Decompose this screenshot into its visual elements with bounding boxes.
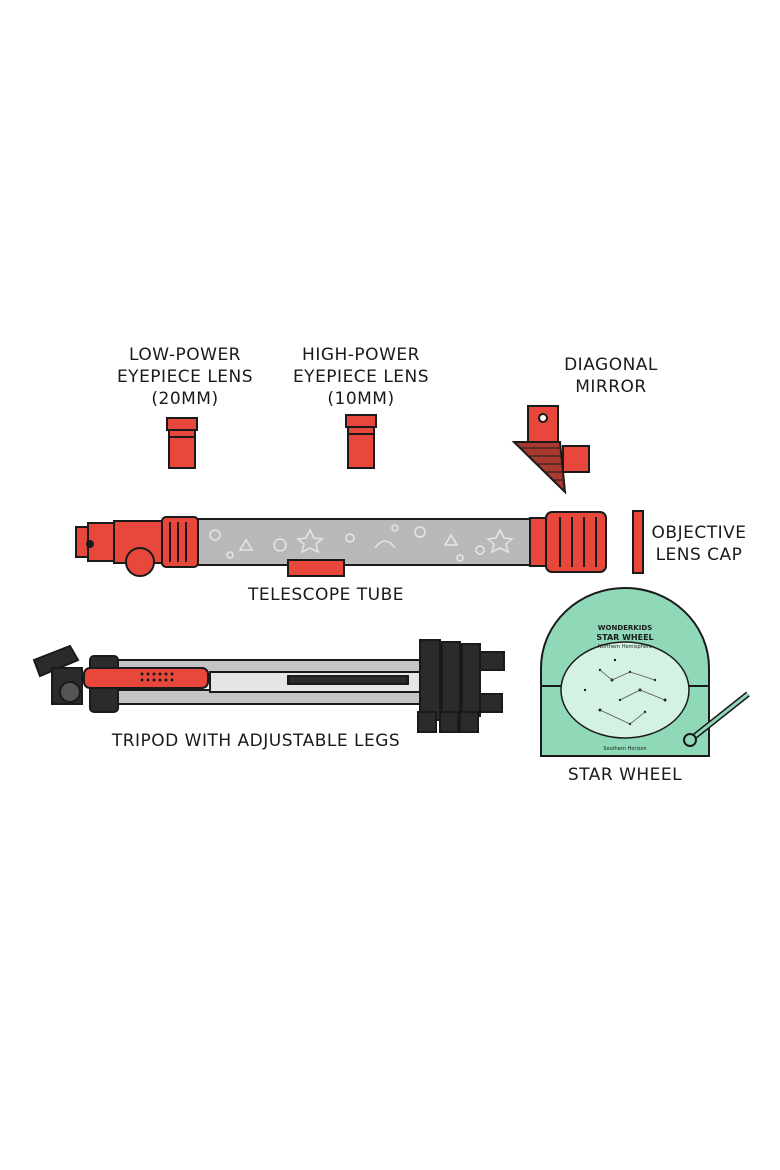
tripod [32,639,505,733]
objective-line-1: Objective [651,523,747,543]
diagonal-mirror-label: Diagonal Mirror [546,354,676,398]
low-power-line-2: Eyepiece Lens [116,367,254,387]
star-wheel-subtitle: Northern Hemisphere [598,644,652,650]
low-power-line-3: (20mm) [151,389,219,409]
star-wheel [540,587,750,757]
star-wheel-label: Star Wheel [555,764,695,786]
telescope-tube-text: Telescope Tube [247,585,404,605]
star-wheel-text: Star Wheel [567,765,683,785]
tripod-label: Tripod with Adjustable Legs [96,730,416,752]
diagonal-line-2: Mirror [575,377,647,397]
low-power-eyepiece [166,417,198,469]
star-wheel-brand: WONDERKIDS [598,624,652,632]
high-power-line-1: High-Power [302,345,420,365]
high-power-eyepiece-label: High-Power Eyepiece Lens (10mm) [276,344,446,410]
tripod-text: Tripod with Adjustable Legs [111,731,401,751]
objective-line-2: Lens Cap [655,545,743,565]
diagonal-line-1: Diagonal [564,355,658,375]
high-power-eyepiece [345,414,377,469]
high-power-line-3: (10mm) [327,389,395,409]
high-power-line-2: Eyepiece Lens [292,367,430,387]
low-power-eyepiece-label: Low-Power Eyepiece Lens (20mm) [100,344,270,410]
objective-lens-cap-label: Objective Lens Cap [644,522,754,566]
telescope-tube [75,511,607,577]
low-power-line-1: Low-Power [129,345,241,365]
star-wheel-footer: Southern Horizon [603,746,646,752]
diagonal-mirror [511,405,590,495]
objective-lens-cap [632,510,644,574]
star-wheel-face-title: STAR WHEEL [596,633,653,642]
telescope-tube-label: Telescope Tube [226,584,426,606]
